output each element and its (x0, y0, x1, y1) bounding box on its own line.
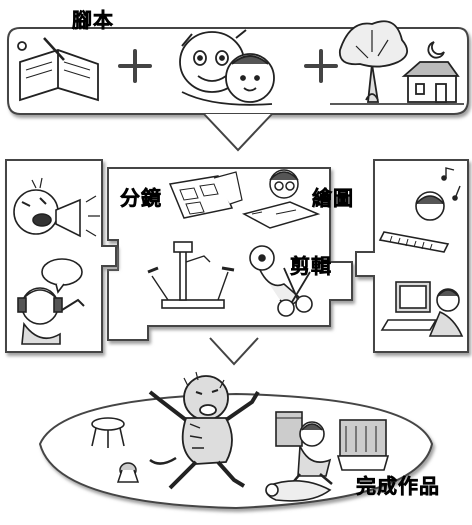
film-reel-scissors-icon (249, 245, 313, 317)
tiger-character-icon (148, 371, 260, 490)
label-drawing: 繪圖 (312, 186, 354, 210)
camera-stand-icon (147, 241, 235, 309)
pot-icon (116, 462, 140, 483)
left-panel (5, 159, 117, 353)
down-arrow-icon (203, 113, 273, 152)
voice-actor-icon (17, 258, 85, 345)
final-scene-oval (38, 392, 434, 510)
characters-icon (179, 29, 275, 106)
label-final-work: 完成作品 (356, 474, 440, 498)
plus-icon (118, 49, 152, 83)
tiger-shouting-icon (13, 177, 100, 238)
label-editing: 剪輯 (290, 254, 332, 278)
musician-keyboard-icon (378, 167, 461, 253)
script-book-icon (17, 37, 99, 102)
animator-drawing-icon (241, 169, 321, 229)
down-arrow-icon (209, 337, 259, 366)
label-script: 腳本 (72, 8, 114, 32)
computer-editor-icon (380, 281, 464, 337)
storyboard-sheets-icon (168, 171, 243, 219)
plus-icon (304, 49, 338, 83)
label-storyboard: 分鏡 (120, 186, 162, 210)
stool-icon (91, 417, 125, 448)
sleeping-bag-icon (265, 480, 332, 502)
boy-character-icon (275, 411, 390, 487)
tree-house-scene-icon (330, 20, 464, 105)
